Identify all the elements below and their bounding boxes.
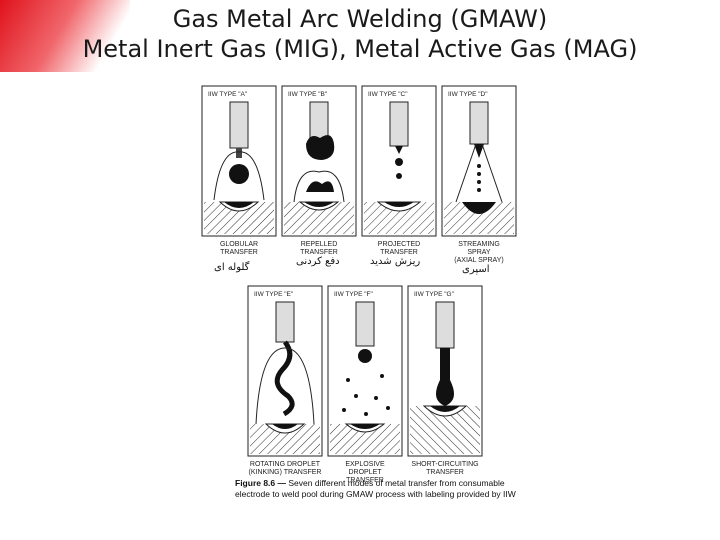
panel-e-iiw-label: IIW TYPE "E" [254, 291, 294, 298]
panel-a-caption-2: TRANSFER [220, 249, 258, 256]
panel-g-caption-2: TRANSFER [426, 469, 464, 476]
panel-b: IIW TYPE "B" [281, 85, 357, 237]
panel-e-caption-2: (KINKING) TRANSFER [249, 469, 322, 476]
panel-f-caption-1: EXPLOSIVE [345, 461, 385, 468]
figure-caption-text: Seven different modes of metal transfer … [235, 478, 516, 499]
panel-d-farsi-label: اسپری [462, 264, 490, 275]
panel-e-caption-1: ROTATING DROPLET [250, 461, 321, 468]
panel-d: IIW TYPE "D" [441, 85, 517, 237]
title-line-2: Metal Inert Gas (MIG), Metal Active Gas … [82, 35, 638, 63]
title-line-1: Gas Metal Arc Welding (GMAW) [172, 5, 548, 33]
figure-caption-prefix: Figure 8.6 — [235, 478, 287, 488]
panel-c-caption-1: PROJECTED [378, 241, 420, 248]
panel-c-caption-2: TRANSFER [380, 249, 418, 256]
panel-b-farsi-label: دفع کردنی [296, 256, 340, 267]
panel-a: IIW TYPE "A" [201, 85, 277, 237]
panel-b-iiw-label: IIW TYPE "B" [288, 91, 328, 98]
panel-f: IIW TYPE "F" [327, 285, 403, 457]
panel-f-iiw-label: IIW TYPE "F" [334, 291, 373, 298]
figure-caption: Figure 8.6 — Seven different modes of me… [235, 478, 525, 500]
panel-a-caption-1: GLOBULAR [220, 241, 258, 248]
panel-e: IIW TYPE "E" [247, 285, 323, 457]
panel-b-caption-2: TRANSFER [300, 249, 338, 256]
panel-a-iiw-label: IIW TYPE "A" [208, 91, 248, 98]
panel-g-iiw-label: IIW TYPE "G" [414, 291, 455, 298]
panel-d-caption-2: SPRAY [467, 249, 491, 256]
panel-g: IIW TYPE "G" [407, 285, 483, 457]
panel-a-farsi-label: گلوله ای [214, 262, 250, 273]
corner-accent [0, 0, 130, 72]
slide-title: Gas Metal Arc Welding (GMAW) Metal Inert… [0, 4, 720, 64]
panel-f-caption-2: DROPLET [348, 469, 382, 476]
panel-d-iiw-label: IIW TYPE "D" [448, 91, 488, 98]
figure-drawing: IIW TYPE "A" IIW TYPE "B" IIW TYPE "C" [201, 85, 517, 484]
panel-b-caption-1: REPELLED [301, 241, 338, 248]
panel-g-caption-1: SHORT-CIRCUITING [411, 461, 478, 468]
panel-d-caption-1: STREAMING [458, 241, 500, 248]
panel-f-caption-3: TRANSFER [346, 477, 384, 484]
panel-c-iiw-label: IIW TYPE "C" [368, 91, 408, 98]
metal-transfer-figure: IIW TYPE "A" IIW TYPE "B" IIW TYPE "C" [200, 80, 530, 512]
panel-c: IIW TYPE "C" [361, 85, 437, 237]
panel-d-caption-3: (AXIAL SPRAY) [454, 257, 503, 264]
panel-c-farsi-label: ریزش شدید [370, 256, 421, 267]
